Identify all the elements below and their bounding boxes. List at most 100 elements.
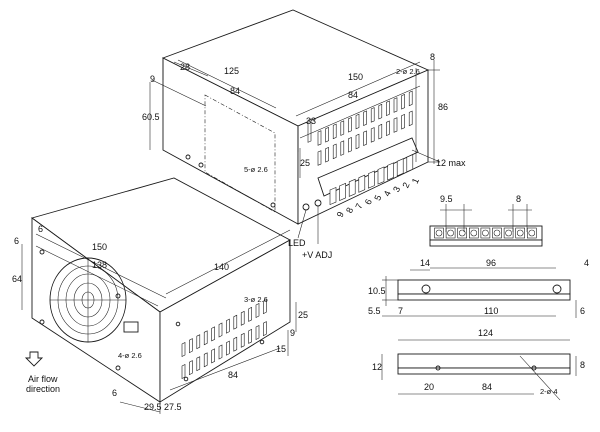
vent-slot [340,140,345,156]
vent-slot [408,90,413,107]
terminal-screw [503,227,514,239]
terminal-screw [492,227,502,239]
dim-label: 28 [180,62,190,72]
vent-slot [340,120,345,136]
vent-slot [248,328,252,344]
dim-label: 8 [516,194,521,204]
dim-label: 6 [14,236,19,246]
hole-callout: 4-ø 2.6 [118,351,142,360]
vent-slot [203,330,208,346]
vent-slot [189,338,193,354]
dim-label: 9 [290,328,295,338]
terminal-number: 3 [391,185,402,194]
terminal-block-detail [429,204,543,247]
terminal-screw-head [493,229,501,237]
dim-label: 96 [486,258,496,268]
vent-slot [226,340,230,356]
vent-slot [348,137,352,153]
dim-label: 84 [482,382,492,392]
vent-slot [363,130,367,146]
led-label: LED [288,238,306,248]
dim-label: 64 [12,274,22,284]
vent-slot [393,117,398,133]
vent-slot [181,364,186,379]
terminal [339,182,346,201]
vent-slot [355,113,360,130]
top-unit-vents [307,118,312,143]
max-label: 12 max [436,158,466,168]
terminal-number: 7 [353,202,364,211]
dim-label: 138 [92,260,107,270]
vent-slot [363,110,367,126]
terminal [348,178,356,197]
vent-slot [348,117,352,133]
terminal [387,162,394,181]
terminal-screw-head [482,229,489,237]
vent-slot [325,126,329,143]
dim-label: 12 [372,362,382,372]
vent-slot [370,127,375,143]
vent-slot [332,143,337,160]
vent-slot [393,97,398,113]
terminal-screw [434,227,444,239]
terminal-screw [515,227,526,239]
bottom-unit [21,177,297,414]
vent-slot [370,107,375,123]
bracket-b [381,339,577,401]
hole-callout: 2-ø 2.6 [396,67,420,76]
terminal-screw-head [516,229,524,237]
airflow-label: Air flow [28,374,58,384]
terminal [358,174,366,193]
terminal-number: 8 [344,206,355,215]
dim-label: 14 [420,258,430,268]
vent-slot [401,93,405,110]
terminal [396,158,404,177]
vent-slot [240,310,245,326]
terminal-screw-head [447,229,454,237]
vent-slot [211,326,215,342]
dim-label: 29.5 [144,402,162,412]
dim-label: 25 [300,158,310,168]
vent-slot [408,110,413,127]
dim-label: 27.5 [164,402,182,412]
terminal-screw [480,227,491,239]
dim-label: 7 [398,306,403,316]
dim-label: 6 [580,306,585,316]
vent-slot [255,303,260,318]
dim-label: 5.5 [368,306,381,316]
terminal-screw [468,227,479,239]
terminal-screw-head [435,229,443,237]
vent-slot [317,150,322,166]
vent-slot [355,133,360,150]
dim-label: 33 [306,116,316,126]
hole-callout: 5-ø 2.6 [244,165,268,174]
dim-label: 140 [214,262,229,272]
vent-slot [386,100,390,117]
terminal-number: 5 [372,193,383,202]
terminal-number: 2 [400,181,411,190]
dim-label: 25 [298,310,308,320]
dim-label: 6 [38,224,43,234]
vent-slot [325,146,329,163]
fan-guard [49,257,127,343]
dim-label: 125 [224,66,239,76]
dim-label: 4 [584,258,589,268]
vent-slot [240,332,245,348]
terminal-number: 6 [363,198,374,207]
vent-slot [317,130,322,146]
top-unit [149,9,441,244]
terminal-number: 4 [382,189,393,198]
vent-slot [211,348,215,364]
terminal-screw-head [528,229,536,237]
vent-slot [378,123,383,140]
terminal-screw-head [505,229,512,237]
hole-callout: 3-ø 2.6 [244,295,268,304]
vent-slot [218,344,223,360]
dim-label: 84 [228,370,238,380]
dim-label: 150 [92,242,107,252]
terminal-screw [457,227,468,239]
bracket-a [382,267,577,318]
terminal-number: 1 [410,177,421,186]
